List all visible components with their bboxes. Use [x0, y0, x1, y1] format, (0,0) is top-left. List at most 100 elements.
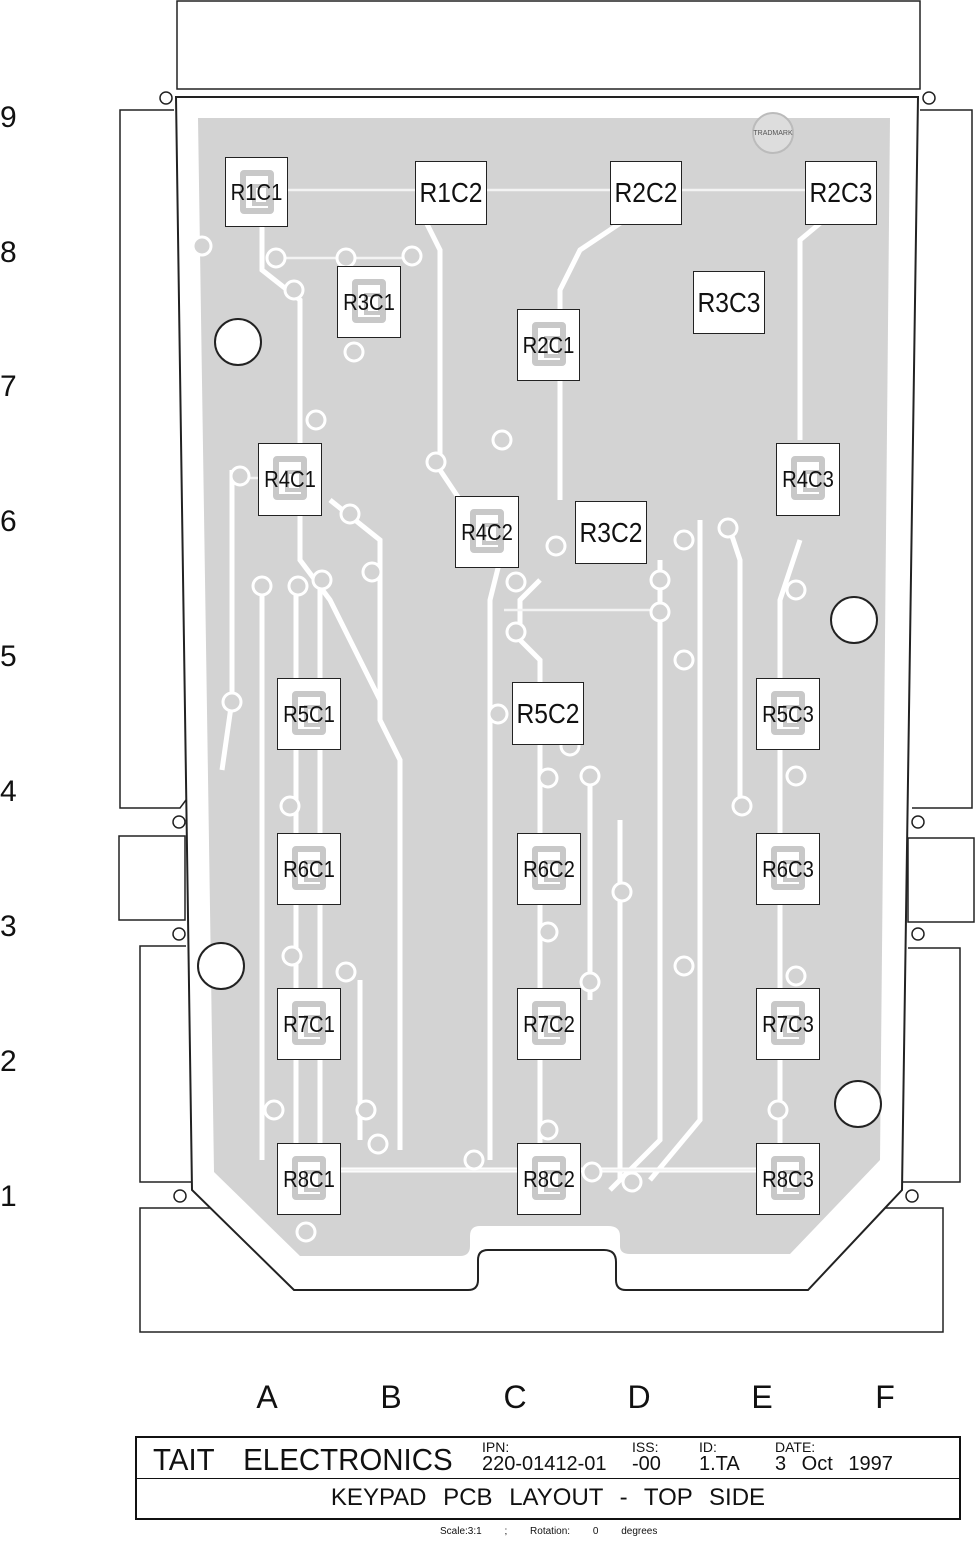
key-pad-label: R6C2	[523, 855, 575, 882]
rotation-value: 0	[592, 1526, 599, 1537]
column-label: C	[503, 1379, 527, 1415]
key-pad-r1c2: R1C2	[415, 161, 487, 225]
pad-footprint-icon	[771, 846, 805, 890]
tooling-holes	[159, 91, 936, 1203]
row-label: 1	[0, 1180, 17, 1213]
column-label: E	[751, 1379, 773, 1415]
pad-footprint-icon	[240, 170, 274, 214]
key-pad-r4c2: R4C2	[455, 496, 519, 568]
key-pad-r2c1: R2C1	[517, 309, 580, 381]
key-pad-label: R3C3	[697, 286, 761, 318]
key-pad-label: R2C1	[522, 331, 575, 358]
ipn-label: IPN:	[482, 1439, 510, 1455]
key-pad-r8c1: R8C1	[277, 1143, 341, 1215]
key-pad-r1c1: R1C1	[225, 157, 288, 227]
pad-footprint-icon	[292, 1001, 326, 1045]
pad-footprint-icon	[771, 691, 805, 735]
key-pad-label: R4C1	[264, 466, 316, 492]
right-frame-outline	[912, 109, 973, 809]
key-pad-label: R7C3	[762, 1010, 814, 1037]
key-pad-r8c2: R8C2	[517, 1143, 581, 1215]
key-pad-label: R5C2	[516, 697, 580, 729]
title-block-divider	[137, 1478, 959, 1479]
mounting-holes	[197, 318, 882, 1128]
ipn-value: 220-01412-01	[482, 1453, 607, 1475]
row-label: 6	[0, 505, 17, 538]
key-pad-label: R4C2	[461, 518, 513, 545]
right-lower-frame	[900, 947, 961, 1183]
pad-footprint-icon	[273, 456, 307, 500]
right-tab-outline	[907, 837, 975, 923]
column-label: F	[875, 1379, 895, 1415]
key-pad-label: R4C3	[782, 466, 834, 492]
pad-footprint-icon	[532, 846, 566, 890]
pad-footprint-icon	[771, 1156, 805, 1200]
key-pad-r7c3: R7C3	[756, 988, 820, 1060]
key-pad-label: R1C1	[230, 178, 283, 205]
pad-footprint-icon	[352, 279, 386, 323]
rotation-unit: degrees	[621, 1526, 658, 1537]
pad-footprint-icon	[292, 1156, 326, 1200]
key-pad-label: R3C2	[579, 516, 643, 548]
trademark-text: TRADMARK	[753, 129, 793, 137]
left-lower-frame	[139, 945, 200, 1183]
key-pad-r6c1: R6C1	[277, 833, 341, 905]
row-label: 3	[0, 910, 17, 943]
date-value: 3 Oct 1997	[775, 1453, 893, 1475]
row-label: 7	[0, 370, 17, 403]
scale-footer: Scale:3:1 ; Rotation: 0 degrees	[440, 1526, 677, 1537]
key-pad-r4c3: R4C3	[776, 443, 840, 516]
key-pad-label: R5C1	[283, 700, 335, 727]
key-pad-r6c3: R6C3	[756, 833, 820, 905]
key-pad-label: R8C2	[523, 1165, 575, 1192]
title-block: TAIT ELECTRONICS IPN: 220-01412-01 ISS: …	[135, 1436, 961, 1520]
key-pad-label: R6C1	[283, 855, 335, 882]
key-pad-r7c2: R7C2	[517, 988, 581, 1060]
key-pad-label: R7C1	[283, 1010, 335, 1037]
key-pad-r4c1: R4C1	[258, 443, 322, 516]
key-pad-label: R8C3	[762, 1165, 814, 1192]
key-pad-r2c2: R2C2	[610, 161, 682, 225]
vias	[191, 235, 807, 1243]
scale-text: Scale:3:1	[440, 1526, 482, 1537]
key-pad-r3c2: R3C2	[575, 501, 647, 564]
key-pad-r8c3: R8C3	[756, 1143, 820, 1215]
key-pad-r6c2: R6C2	[517, 833, 581, 905]
key-pad-r7c1: R7C1	[277, 988, 341, 1060]
pad-footprint-icon	[470, 509, 504, 553]
rotation-label: Rotation:	[530, 1526, 571, 1537]
key-pad-label: R5C3	[762, 700, 814, 727]
row-label: 4	[0, 775, 17, 808]
pad-footprint-icon	[771, 1001, 805, 1045]
pad-footprint-icon	[532, 322, 566, 366]
row-label: 5	[0, 640, 17, 673]
key-pad-label: R1C2	[419, 177, 483, 208]
key-pad-r5c2: R5C2	[512, 682, 584, 745]
scale-separator: ;	[504, 1526, 508, 1537]
company-name: TAIT ELECTRONICS	[153, 1442, 453, 1477]
iss-value: -00	[632, 1453, 661, 1475]
column-label: A	[256, 1379, 278, 1415]
column-label: B	[380, 1379, 402, 1415]
row-label: 9	[0, 101, 17, 134]
key-pad-label: R8C1	[283, 1165, 335, 1192]
key-pad-label: R2C2	[614, 177, 678, 208]
key-pad-r2c3: R2C3	[805, 161, 877, 225]
key-pad-label: R6C3	[762, 855, 814, 882]
key-pad-r3c1: R3C1	[337, 266, 401, 338]
drawing-subtitle: KEYPAD PCB LAYOUT - TOP SIDE	[330, 1484, 766, 1511]
pad-footprint-icon	[791, 456, 825, 500]
left-frame-outline	[119, 109, 187, 809]
column-label: D	[627, 1379, 651, 1415]
left-tab-outline	[118, 835, 186, 921]
row-label: 8	[0, 236, 17, 269]
pad-footprint-icon	[532, 1001, 566, 1045]
id-value: 1.TA	[699, 1453, 740, 1475]
key-pad-label: R2C3	[809, 177, 873, 208]
iss-label: ISS:	[632, 1439, 659, 1455]
pad-footprint-icon	[532, 1156, 566, 1200]
key-pad-label: R7C2	[523, 1010, 575, 1037]
pad-footprint-icon	[292, 846, 326, 890]
trademark-logo: TRADMARK	[752, 112, 794, 154]
